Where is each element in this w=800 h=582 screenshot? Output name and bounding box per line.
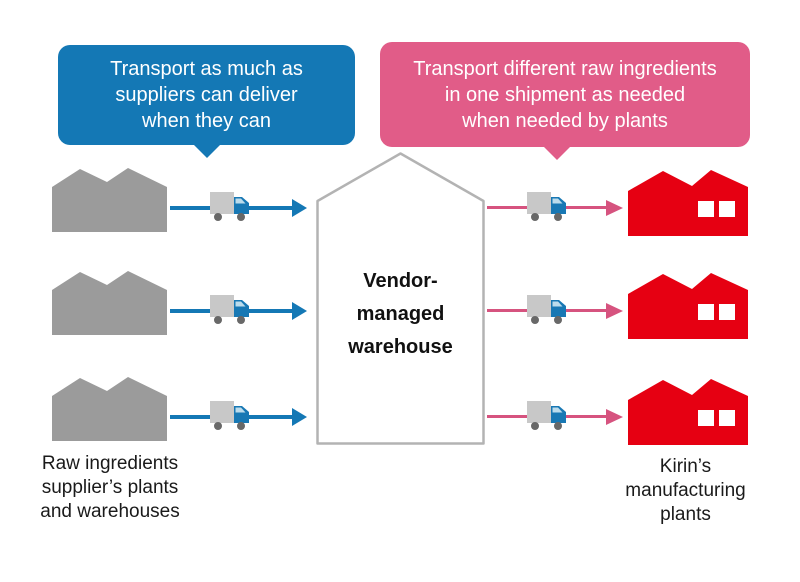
kirin-plant-icon [628,379,748,445]
plants-caption-line-1: Kirin’s [659,456,712,477]
callout-plants-line-1: Transport different raw ingredients [413,57,717,80]
kirin-plant-icon [628,170,748,236]
vendor-warehouse-icon [316,152,485,445]
plants-caption-line-2: manufacturing [625,480,746,501]
supplier-warehouse-icon [52,377,167,441]
suppliers-caption-line-3: and warehouses [40,501,180,522]
delivery-truck-icon [210,401,249,430]
inbound-arrowhead-icon [292,199,307,217]
outbound-arrowhead-icon [606,409,623,425]
suppliers-caption-line-2: supplier’s plants [41,477,179,498]
outbound-arrowhead-icon [606,303,623,319]
warehouse-label-line-2: managed [356,303,445,325]
inbound-arrowhead-icon [292,302,307,320]
callout-supplier-line-3: when they can [142,110,271,132]
callout-supplier-line-2: suppliers can deliver [115,84,298,106]
callout-plants-line-3: when needed by plants [462,109,668,132]
vendor-warehouse-label: Vendor- managed warehouse [316,265,485,364]
supplier-warehouse-icon [52,168,167,232]
plants-caption: Kirin’s manufacturing plants [588,455,783,527]
delivery-truck-icon [527,401,566,430]
outbound-arrowhead-icon [606,200,623,216]
inbound-arrowhead-icon [292,408,307,426]
delivery-truck-icon [527,295,566,324]
suppliers-caption: Raw ingredients supplier’s plants and wa… [10,452,210,524]
callout-plants-transport: Transport different raw ingredients in o… [380,42,750,160]
delivery-truck-icon [527,192,566,221]
callout-tail-icon [543,146,571,160]
suppliers-caption-line-1: Raw ingredients [41,453,179,474]
delivery-truck-icon [210,295,249,324]
plants-caption-line-3: plants [660,504,711,525]
callout-plants-line-2: in one shipment as needed [444,83,686,106]
delivery-truck-icon [210,192,249,221]
callout-tail-icon [193,144,221,158]
warehouse-label-line-1: Vendor- [363,270,438,292]
callout-supplier-transport: Transport as much as suppliers can deliv… [58,45,355,158]
supplier-warehouse-icon [52,271,167,335]
kirin-plant-icon [628,273,748,339]
warehouse-label-line-3: warehouse [348,336,453,358]
callout-supplier-line-1: Transport as much as [110,58,303,80]
